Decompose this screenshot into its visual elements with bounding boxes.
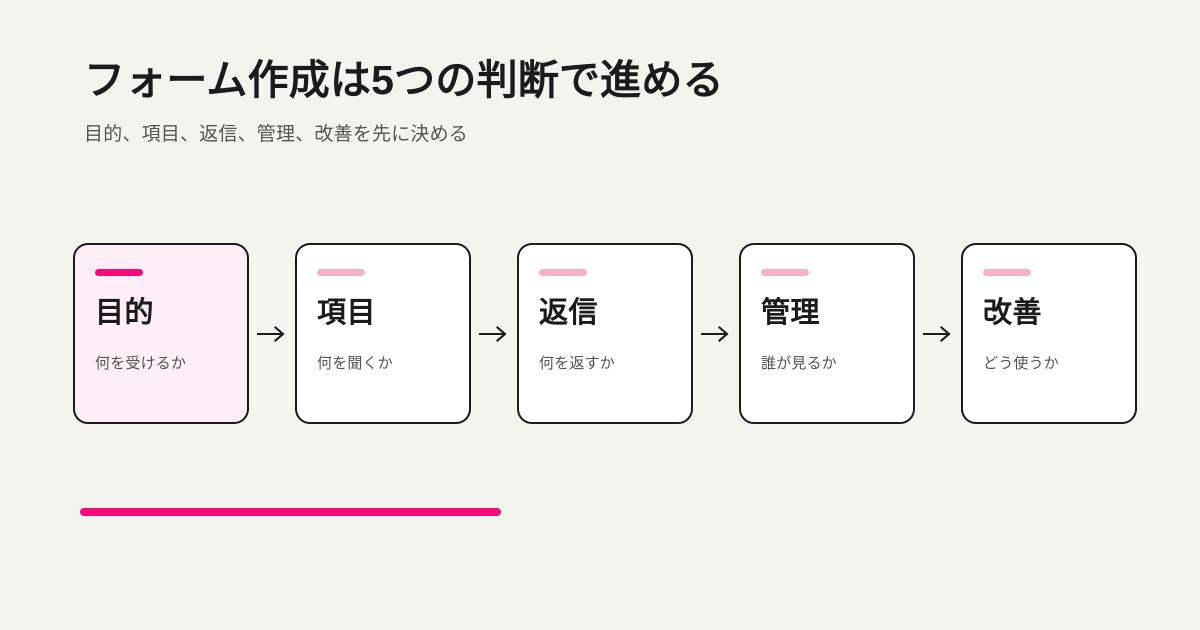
accent-bar-icon xyxy=(539,269,587,276)
flow-step-note: 誰が見るか xyxy=(761,355,838,373)
arrow-right-icon-4 xyxy=(915,243,961,424)
flow-step-note: どう使うか xyxy=(983,355,1060,373)
accent-bar-icon xyxy=(761,269,809,276)
flow-step-label: 目的 xyxy=(95,297,155,329)
flow-step-note: 何を受けるか xyxy=(95,355,187,373)
flow-step-card-3[interactable]: 返信 何を返すか xyxy=(517,243,693,424)
flow-step-label: 項目 xyxy=(317,297,377,329)
accent-bar-icon xyxy=(95,269,143,276)
flow-step-card-5[interactable]: 改善 どう使うか xyxy=(961,243,1137,424)
flow-step-label: 改善 xyxy=(983,297,1043,329)
flow-step-note: 何を返すか xyxy=(539,355,616,373)
arrow-right-icon-1 xyxy=(249,243,295,424)
arrow-right-icon-3 xyxy=(693,243,739,424)
accent-bar-icon xyxy=(983,269,1031,276)
process-flow: 目的 何を受けるか 項目 何を聞くか 返信 何を返すか xyxy=(73,243,1137,424)
flow-step-label: 管理 xyxy=(761,297,821,329)
page-subtitle: 目的、項目、返信、管理、改善を先に決める xyxy=(84,124,469,146)
flow-step-card-4[interactable]: 管理 誰が見るか xyxy=(739,243,915,424)
flow-step-card-1[interactable]: 目的 何を受けるか xyxy=(73,243,249,424)
arrow-right-icon-2 xyxy=(471,243,517,424)
flow-step-card-2[interactable]: 項目 何を聞くか xyxy=(295,243,471,424)
page-title: フォーム作成は5つの判断で進める xyxy=(84,57,724,103)
header: フォーム作成は5つの判断で進める 目的、項目、返信、管理、改善を先に決める xyxy=(84,56,1124,149)
footer-accent-rule xyxy=(80,508,501,516)
accent-bar-icon xyxy=(317,269,365,276)
flow-step-note: 何を聞くか xyxy=(317,355,394,373)
flow-step-label: 返信 xyxy=(539,297,599,329)
